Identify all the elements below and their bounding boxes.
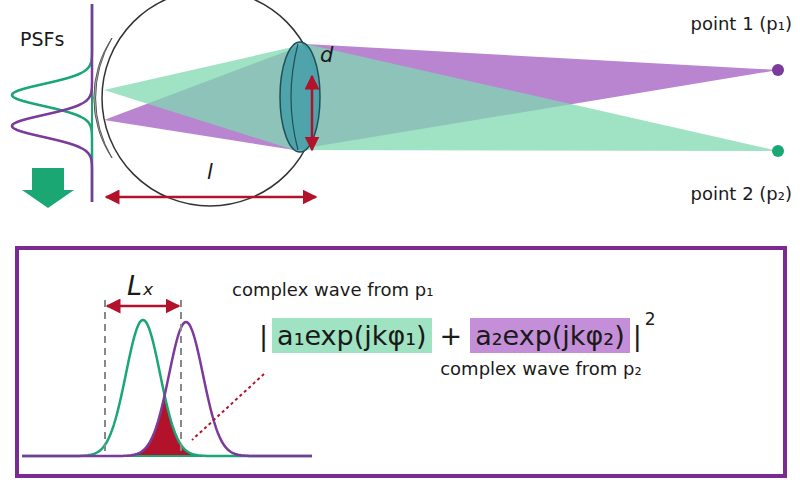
formula-exponent: 2 — [645, 310, 656, 330]
retina — [94, 38, 112, 158]
formula-symbol: | — [259, 320, 268, 351]
wave-caption: complex wave from p₂ — [440, 359, 641, 380]
aperture-arrow — [311, 76, 314, 150]
formula-frame: a₁exp(jkφ₁) a₂exp(jkφ₂) Lₓ complex wave fro… — [15, 246, 787, 478]
length-arrow — [106, 196, 316, 199]
separation-label: Lₓ — [127, 270, 154, 301]
beam-2-outer — [294, 44, 778, 151]
lens-edge — [291, 44, 298, 150]
down-arrow — [22, 168, 74, 208]
psf-curve-1 — [22, 322, 312, 456]
point-2 — [772, 145, 784, 157]
dashed-guide — [104, 300, 106, 456]
point-label: point 2 (p₂) — [691, 184, 793, 205]
point-1 — [772, 64, 784, 76]
separation-arrow — [107, 305, 179, 308]
beam-1-inner — [104, 44, 306, 150]
formula-symbol: + — [440, 320, 463, 351]
dashed-guide — [180, 300, 182, 456]
psf-label: PSFs — [20, 29, 64, 51]
dimension-label: d — [320, 43, 333, 67]
lens — [280, 42, 320, 152]
formula-symbol: | — [633, 320, 642, 351]
dimension-label: l — [207, 160, 213, 184]
psf-curve-2 — [22, 320, 312, 456]
overlap-area — [120, 397, 210, 456]
formula-term: a₂exp(jkφ₂) — [475, 320, 624, 351]
wave-caption: complex wave from p₁ — [232, 280, 433, 301]
formula-term: a₁exp(jkφ₁) — [277, 320, 426, 351]
leader-line — [192, 374, 264, 440]
beam-2-inner — [104, 44, 306, 150]
wave-term-2: a₂exp(jkφ₂) — [470, 318, 629, 353]
point-label: point 1 (p₁) — [691, 14, 793, 35]
beam-1-outer — [294, 44, 778, 150]
wave-term-1: a₁exp(jkφ₁) — [272, 318, 431, 353]
